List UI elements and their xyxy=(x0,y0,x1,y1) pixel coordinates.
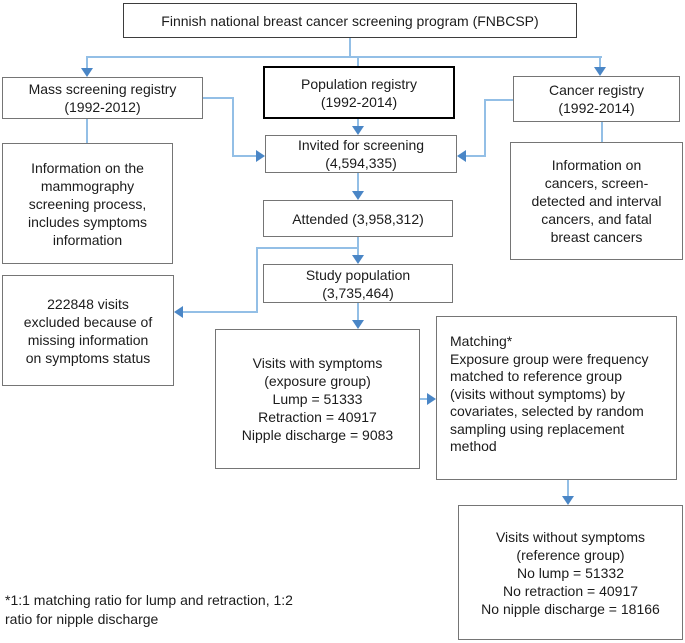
connector-mass-to-invited-h1 xyxy=(203,97,234,99)
footnote: *1:1 matching ratio for lump and retract… xyxy=(5,591,293,629)
matching-line1: Matching* xyxy=(450,333,513,349)
connector-study-to-visits xyxy=(357,303,359,321)
arrowhead-into-invited-top xyxy=(352,126,364,135)
arrowhead-into-excluded xyxy=(174,306,183,318)
connector-cancer-to-invited-h1 xyxy=(484,99,513,101)
node-visits-with-symptoms: Visits with symptoms (exposure group) Lu… xyxy=(215,329,420,469)
connector-attended-to-study xyxy=(357,237,359,256)
arrowhead-into-invited-right xyxy=(457,150,466,162)
matching-line2: Exposure group were frequency xyxy=(450,350,649,367)
info-mammography-line2: mammography xyxy=(40,177,135,194)
node-visits-without-symptoms: Visits without symptoms (reference group… xyxy=(458,505,683,640)
info-cancers-line5: breast cancers xyxy=(550,229,643,245)
population-registry-line2: (1992-2014) xyxy=(320,93,398,110)
visits-with-line2: (exposure group) xyxy=(264,373,371,389)
visits-without-line5: No nipple discharge = 18166 xyxy=(481,600,660,617)
connector-mass-to-invited-h2 xyxy=(232,155,256,157)
mass-registry-line1: Mass screening registry xyxy=(28,81,177,97)
visits-with-line5: Nipple discharge = 9083 xyxy=(241,427,394,443)
node-info-cancers: Information on cancers, screen- detected… xyxy=(510,142,683,260)
connector-title-drop xyxy=(349,38,351,57)
arrowhead-into-visits xyxy=(352,320,364,329)
node-program-title: Finnish national breast cancer screening… xyxy=(123,3,577,38)
connector-excluded-branch-v xyxy=(256,247,258,312)
info-mammography-line1: Information on the xyxy=(31,159,144,176)
arrowhead-into-mass-registry xyxy=(81,68,93,77)
arrowhead-into-cancer-registry xyxy=(594,67,606,76)
visits-with-line3: Lump = 51333 xyxy=(272,391,363,407)
matching-line5: covariates, selected by random xyxy=(450,403,644,419)
arrowhead-into-without xyxy=(562,496,574,505)
connector-visits-to-matching xyxy=(420,398,428,400)
info-cancers-line3: detected and interval xyxy=(531,193,662,209)
connector-branch-right-drop xyxy=(599,56,601,68)
invited-line1: Invited for screening xyxy=(297,137,425,153)
info-cancers-line2: cancers, screen- xyxy=(544,175,649,191)
connector-invited-to-attended xyxy=(357,173,359,192)
cancer-registry-line2: (1992-2014) xyxy=(558,100,635,116)
connector-population-stub xyxy=(357,56,359,66)
matching-line3: matched to reference group xyxy=(450,368,622,384)
connector-population-to-invited xyxy=(357,119,359,127)
node-matching-description: Matching* Exposure group were frequency … xyxy=(436,316,677,480)
arrowhead-into-invited-left xyxy=(256,150,265,162)
study-population-line1: Study population xyxy=(305,266,411,283)
mass-registry-line2: (1992-2012) xyxy=(64,99,141,115)
connector-cancer-to-invited-h2 xyxy=(466,155,486,157)
excluded-line3: missing information xyxy=(27,331,149,348)
connector-excluded-branch-h1 xyxy=(256,247,359,249)
info-mammography-line4: includes symptoms xyxy=(27,213,148,230)
node-study-population: Study population (3,735,464) xyxy=(263,264,453,303)
arrowhead-into-study xyxy=(352,255,364,264)
connector-matching-to-without xyxy=(567,480,569,497)
info-mammography-line3: screening process, xyxy=(28,195,147,212)
visits-without-line2: (reference group) xyxy=(516,546,625,563)
connector-mass-to-invited-v xyxy=(232,97,234,156)
connector-excluded-branch-h2 xyxy=(183,311,258,313)
info-cancers-line1: Information on xyxy=(551,157,642,173)
matching-line6: sampling using replacement xyxy=(450,420,625,437)
population-registry-line1: Population registry xyxy=(301,75,417,92)
study-population-line2: (3,735,464) xyxy=(322,284,394,301)
visits-without-line3: No lump = 51332 xyxy=(516,564,625,581)
excluded-line1: 222848 visits xyxy=(47,295,129,312)
excluded-line2: excluded because of xyxy=(23,313,153,330)
cancer-registry-line1: Cancer registry xyxy=(549,82,644,98)
connector-branch-left-drop xyxy=(86,56,88,69)
node-cancer-registry: Cancer registry (1992-2014) xyxy=(513,76,680,122)
visits-without-line4: No retraction = 40917 xyxy=(502,582,639,599)
info-mammography-line5: information xyxy=(52,231,123,248)
connector-mass-to-info xyxy=(86,119,88,143)
node-attended: Attended (3,958,312) xyxy=(263,200,453,237)
connector-branch-horizontal xyxy=(86,56,602,58)
node-excluded-visits: 222848 visits excluded because of missin… xyxy=(2,275,174,386)
footnote-line1: *1:1 matching ratio for lump and retract… xyxy=(5,592,293,608)
visits-with-line1: Visits with symptoms xyxy=(252,355,383,371)
invited-line2: (4,594,335) xyxy=(325,155,397,171)
node-mass-screening-registry: Mass screening registry (1992-2012) xyxy=(2,77,203,119)
visits-with-line4: Retraction = 40917 xyxy=(258,409,377,425)
program-title-text: Finnish national breast cancer screening… xyxy=(161,12,539,29)
arrowhead-into-attended xyxy=(352,191,364,200)
node-info-mammography: Information on the mammography screening… xyxy=(2,143,173,264)
visits-without-line1: Visits without symptoms xyxy=(495,528,646,545)
connector-cancer-to-info xyxy=(601,122,603,142)
attended-line1: Attended (3,958,312) xyxy=(292,210,424,227)
footnote-line2: ratio for nipple discharge xyxy=(5,611,159,627)
node-invited-for-screening: Invited for screening (4,594,335) xyxy=(265,135,457,173)
node-population-registry: Population registry (1992-2014) xyxy=(263,66,455,119)
arrowhead-into-matching xyxy=(427,393,436,405)
matching-line4: (visits without symptoms) by xyxy=(450,385,626,402)
excluded-line4: on symptoms status xyxy=(25,349,151,366)
connector-cancer-to-invited-v xyxy=(484,99,486,156)
info-cancers-line4: cancers, and fatal xyxy=(541,211,652,227)
matching-line7: method xyxy=(450,438,497,454)
